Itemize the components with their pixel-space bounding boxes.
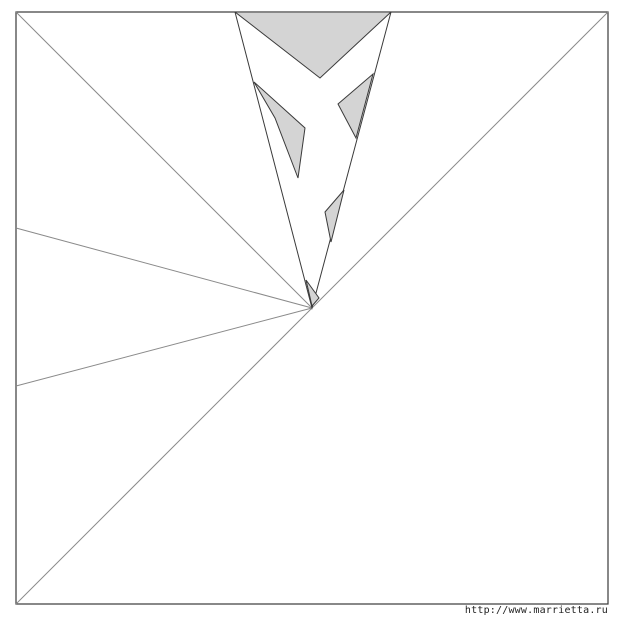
cut-region-right-upper <box>337 72 374 140</box>
fold-line-top-left <box>15 11 313 309</box>
cut-region-left-upper <box>253 81 306 179</box>
cut-region-tip <box>305 279 320 308</box>
cut-regions <box>233 11 393 308</box>
cut-region-top <box>233 11 393 79</box>
watermark-url: http://www.marrietta.ru <box>464 605 608 616</box>
fold-line-left-upper <box>15 227 313 309</box>
cut-region-right-lower <box>324 189 345 243</box>
fold-line-left-lower <box>15 307 313 387</box>
